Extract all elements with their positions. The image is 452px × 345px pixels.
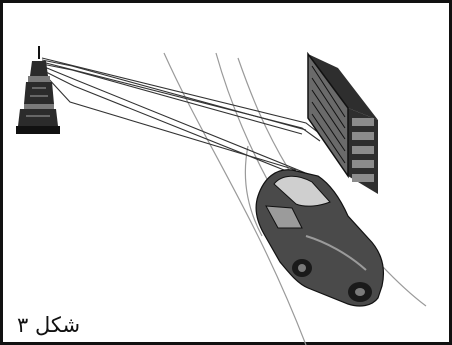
car-icon [256,170,383,306]
ray-to-building-outer-2 [42,64,302,134]
illustration [6,6,452,345]
building-icon [308,54,378,194]
lighthouse-tower-icon [16,46,60,134]
signal-rays [42,58,324,178]
figure-caption: شکل ۳ [17,313,80,337]
